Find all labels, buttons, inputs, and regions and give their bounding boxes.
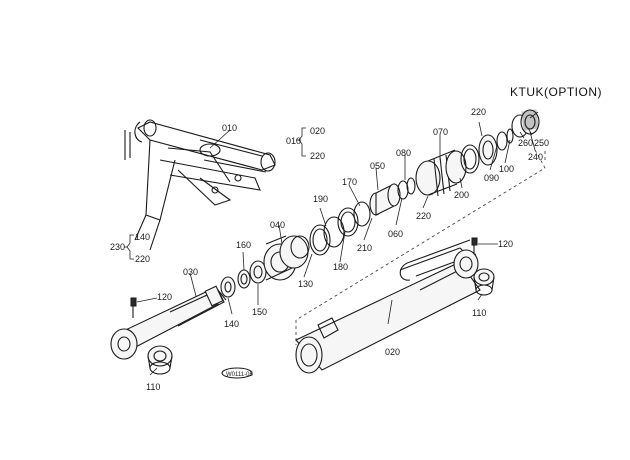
part-label-090: 090 [484, 173, 499, 183]
part-label-210: 210 [357, 243, 372, 253]
part-label-240: 240 [528, 152, 543, 162]
leader-lines [136, 111, 546, 376]
part-label-010: 010 [222, 123, 237, 133]
part-label-020: 020 [385, 347, 400, 357]
bushing-110-right [473, 268, 495, 296]
option-title: KTUK(OPTION) [510, 85, 602, 99]
part-label-160: 160 [236, 240, 251, 250]
group-bracket-230 [124, 234, 134, 260]
part-label-040: 040 [270, 220, 285, 230]
part-label-180: 180 [333, 262, 348, 272]
rod-seal-parts [220, 128, 514, 298]
part-label-140: 140 [224, 319, 239, 329]
bushing-110-left [147, 345, 173, 375]
part-label-110-left: 110 [146, 382, 160, 392]
part-label-110-right: 110 [472, 308, 486, 318]
part-label-120-left: 120 [157, 292, 172, 302]
cylinder-tube [295, 239, 481, 374]
part-label-150: 150 [252, 307, 267, 317]
part-label-220-upper: 220 [471, 107, 486, 117]
part-label-220-lower: 220 [416, 211, 431, 221]
part-label-030: 030 [183, 267, 198, 277]
group-010-item-2: 220 [310, 151, 325, 161]
part-label-050: 050 [370, 161, 385, 171]
part-label-100: 100 [499, 164, 514, 174]
part-label-120-right: 120 [498, 239, 513, 249]
group-bracket-010 [296, 127, 306, 157]
group-010-item-1: 020 [310, 126, 325, 136]
part-label-200: 200 [454, 190, 469, 200]
part-label-080: 080 [396, 148, 411, 158]
group-230-item-1: 140 [135, 232, 150, 242]
part-label-130: 130 [298, 279, 313, 289]
part-label-260: 260 [518, 138, 533, 148]
part-label-250: 250 [534, 138, 549, 148]
linkage-assembly [124, 119, 276, 251]
grease-nipple-right [471, 237, 478, 254]
part-label-070: 070 [433, 127, 448, 137]
group-010-label: 010 [286, 136, 301, 146]
group-230-item-2: 220 [135, 254, 150, 264]
piston-rod [110, 285, 227, 360]
part-label-060: 060 [388, 229, 403, 239]
part-label-190: 190 [313, 194, 328, 204]
footer-code: W0111-05 [226, 372, 253, 378]
grease-nipple-left [130, 297, 137, 318]
footer-stamp-outline [221, 367, 253, 379]
part-label-170: 170 [342, 177, 357, 187]
group-230-label: 230 [110, 242, 125, 252]
